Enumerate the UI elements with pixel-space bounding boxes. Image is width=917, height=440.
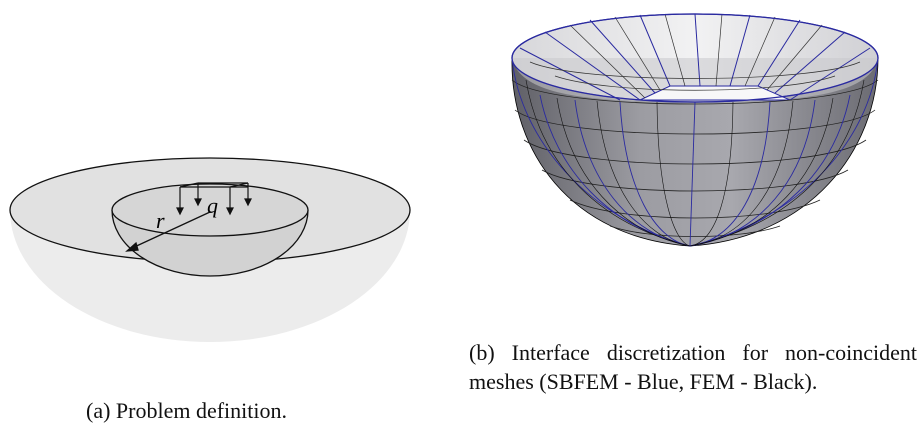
load-label: q (207, 193, 218, 218)
fem-outer-meridians (525, 79, 865, 247)
fem-inner-lines (529, 13, 861, 99)
sbfem-inner-lines (519, 13, 871, 101)
radius-label: r (156, 208, 165, 233)
problem-definition-diagram: r q (9, 157, 411, 342)
interface-mesh-render (511, 13, 879, 247)
caption-b: (b) Interface discretization for non-coi… (469, 340, 917, 394)
figure-b: (b) Interface discretization for non-coi… (460, 0, 917, 440)
inner-hemisphere-surface (111, 183, 309, 237)
caption-a: (a) Problem definition. (86, 398, 288, 423)
radius-arrow (125, 211, 211, 252)
bowl-rim-outline (511, 13, 879, 103)
figure-a: r q (a) Problem definition. (0, 0, 430, 440)
load-arrows (176, 183, 252, 216)
load-frame (179, 182, 249, 188)
fem-outer-rings (511, 79, 879, 237)
